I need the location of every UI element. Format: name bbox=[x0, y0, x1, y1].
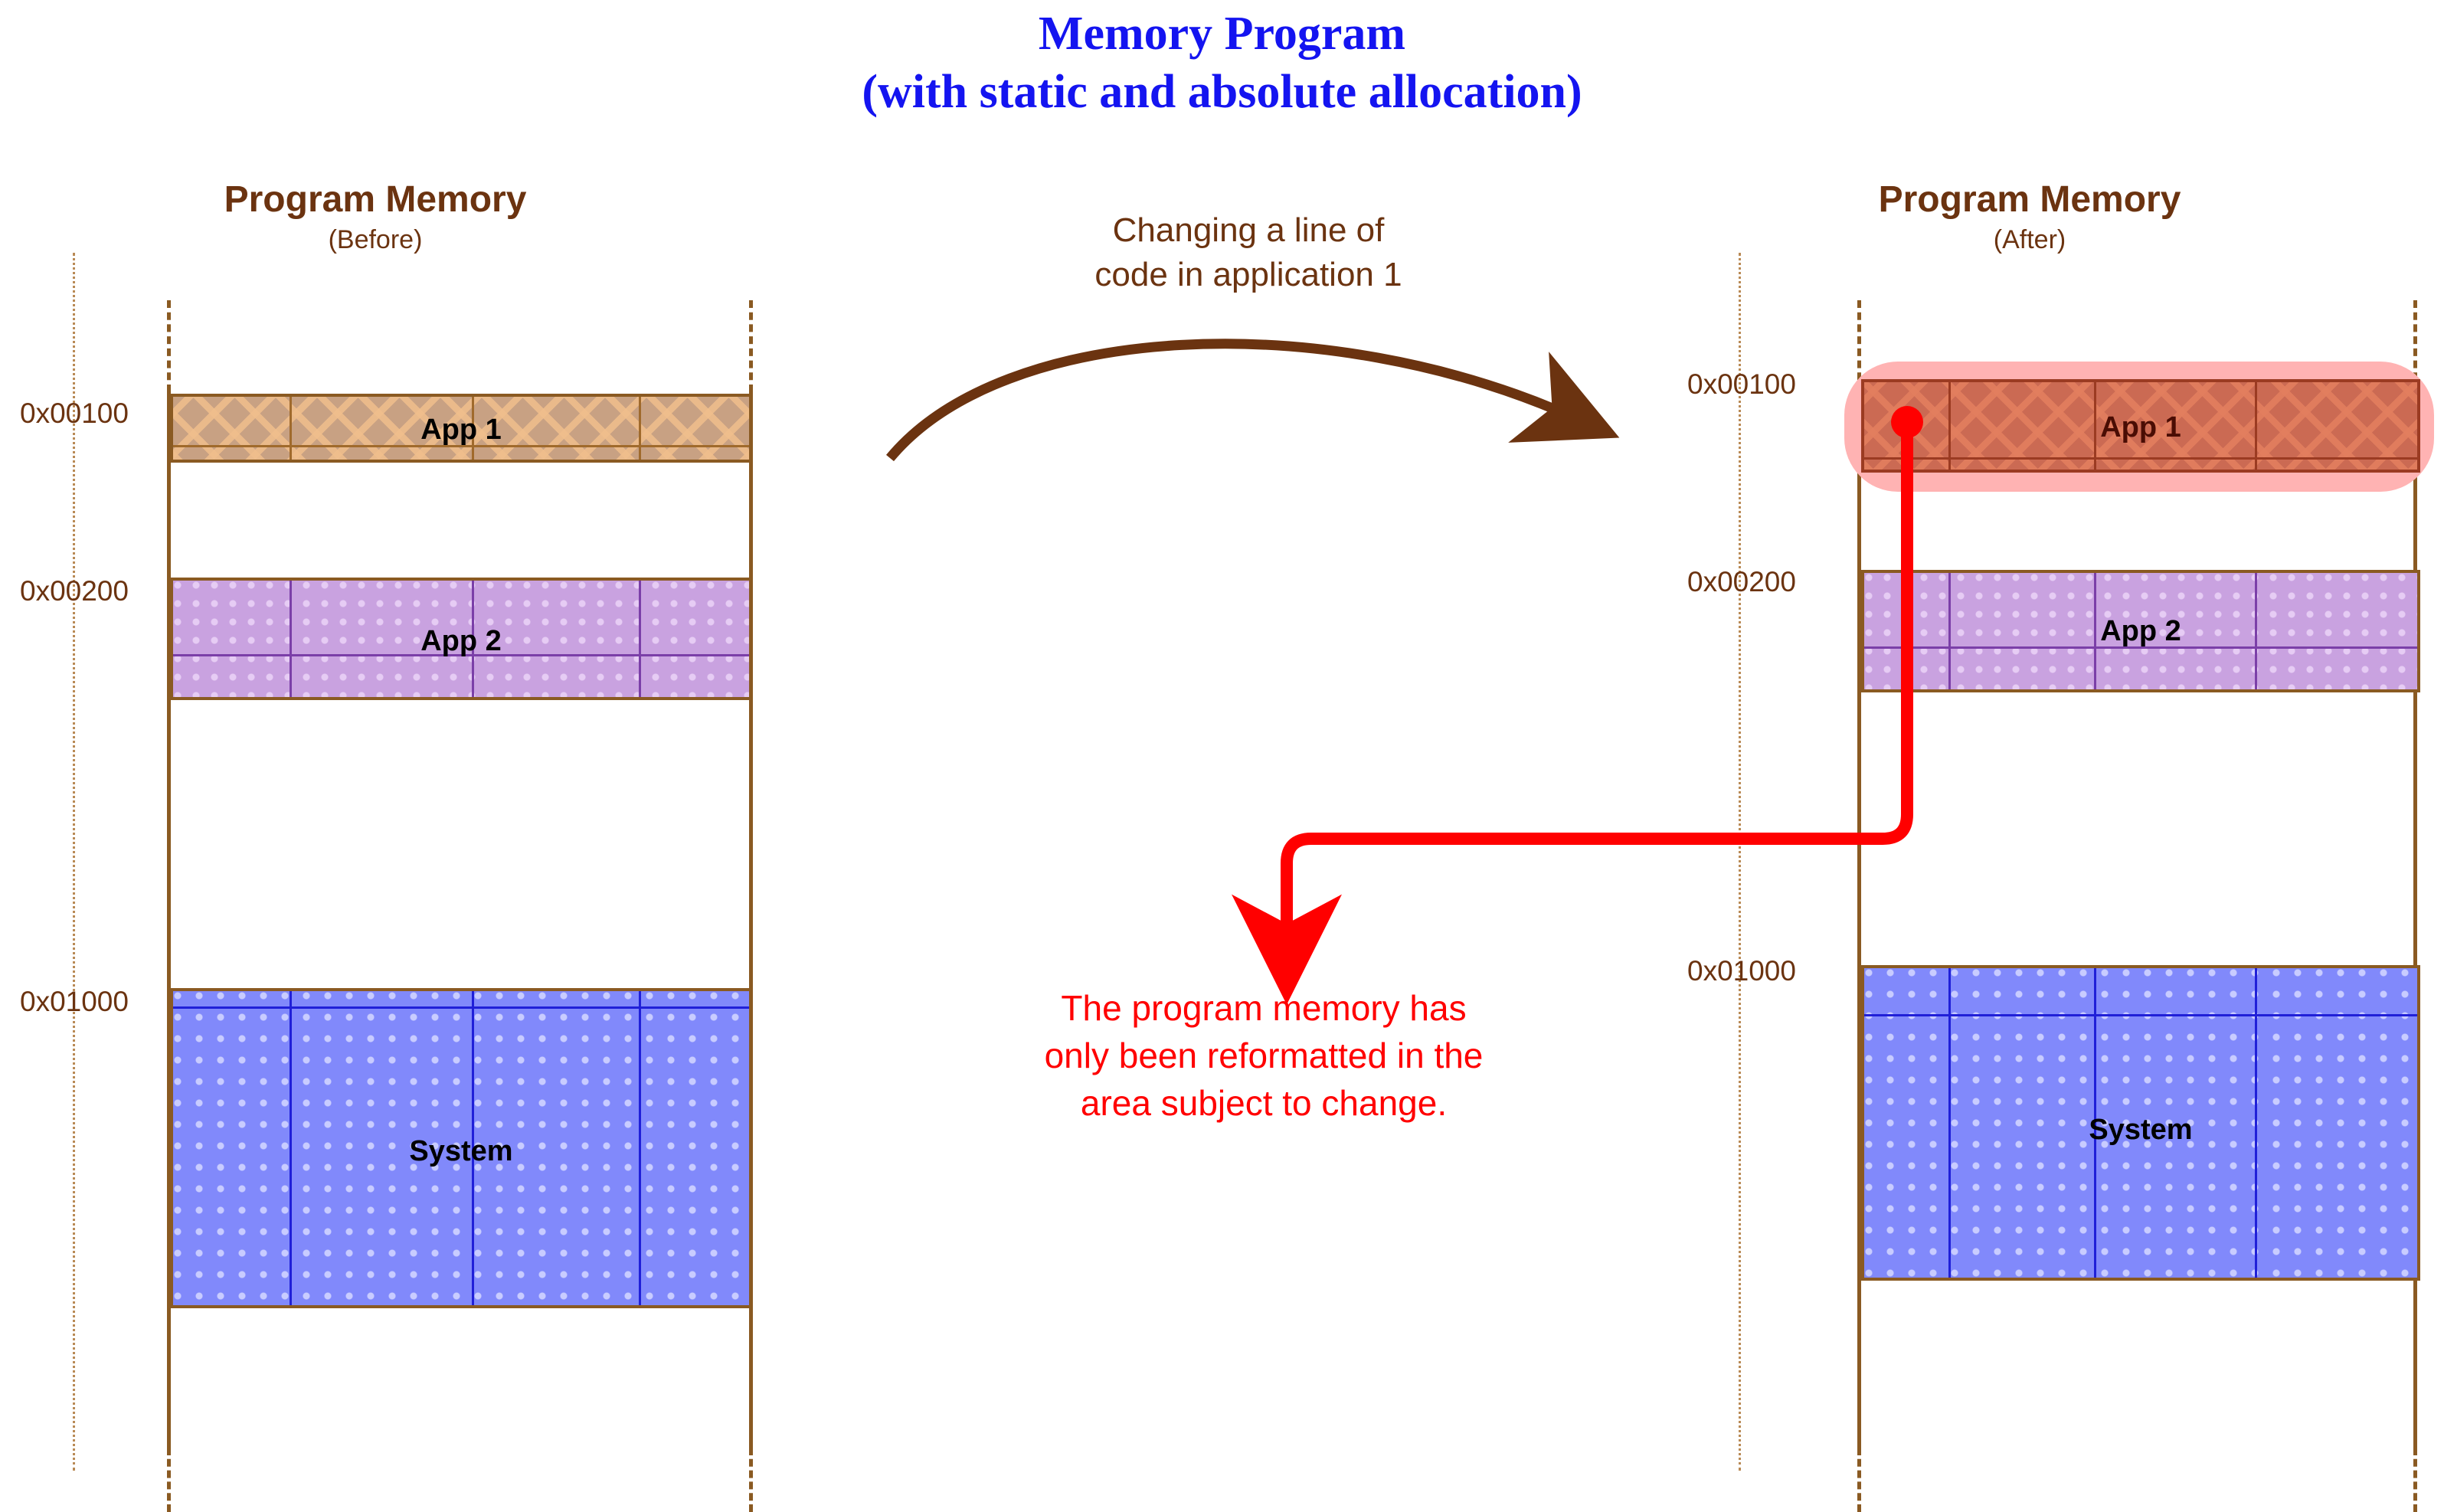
block-divider bbox=[1948, 382, 1951, 470]
rail-before-left-top bbox=[167, 300, 171, 392]
block-divider bbox=[2255, 968, 2257, 1278]
column-heading-after: Program Memory (After) bbox=[1677, 178, 2382, 257]
block-divider bbox=[1948, 968, 1951, 1278]
page-title-line2: (with static and absolute allocation) bbox=[862, 66, 1582, 118]
block-divider bbox=[639, 581, 641, 697]
memory-block-after-app2[interactable]: App 2 bbox=[1861, 570, 2420, 692]
page-title-line1: Memory Program bbox=[1038, 8, 1406, 60]
address-label-before-0x01000: 0x01000 bbox=[20, 986, 129, 1017]
rail-before-left-middle bbox=[167, 392, 171, 1448]
block-divider bbox=[1948, 573, 1951, 689]
memory-block-label: App 1 bbox=[420, 414, 502, 446]
memory-block-label: System bbox=[409, 1135, 513, 1167]
memory-block-before-app1[interactable]: App 1 bbox=[170, 394, 752, 463]
block-divider bbox=[290, 991, 292, 1305]
address-label-after-0x01000: 0x01000 bbox=[1687, 955, 1796, 987]
block-divider bbox=[472, 581, 474, 697]
block-divider bbox=[173, 654, 749, 656]
rail-after-right-top bbox=[2413, 300, 2417, 392]
block-divider bbox=[2094, 382, 2096, 470]
rail-before-right-middle bbox=[749, 392, 753, 1448]
red-connector-path bbox=[1232, 429, 1913, 1005]
guide-line-before bbox=[73, 253, 75, 1471]
block-divider bbox=[2255, 573, 2257, 689]
column-heading-before: Program Memory (Before) bbox=[77, 178, 674, 257]
column-heading-after-main: Program Memory bbox=[1878, 179, 2181, 220]
memory-block-after-system[interactable]: System bbox=[1861, 965, 2420, 1281]
block-divider bbox=[639, 991, 641, 1305]
red-callout-note: The program memory has only been reforma… bbox=[950, 984, 1578, 1127]
rail-after-left-middle bbox=[1857, 392, 1861, 1448]
address-label-before-0x00100: 0x00100 bbox=[20, 398, 129, 429]
block-divider bbox=[1864, 646, 2417, 649]
guide-line-after bbox=[1739, 253, 1741, 1471]
block-divider bbox=[472, 991, 474, 1305]
block-divider bbox=[290, 581, 292, 697]
red-callout-line3: area subject to change. bbox=[1080, 1083, 1448, 1123]
memory-block-after-app1[interactable]: App 1 bbox=[1861, 379, 2420, 473]
rail-before-right-bottom bbox=[749, 1448, 753, 1512]
rail-after-left-bottom bbox=[1857, 1448, 1861, 1512]
rail-before-right-top bbox=[749, 300, 753, 392]
block-divider bbox=[1864, 1014, 2417, 1016]
rail-before-left-bottom bbox=[167, 1448, 171, 1512]
column-heading-before-sub: (Before) bbox=[328, 225, 423, 254]
block-divider bbox=[472, 397, 474, 460]
block-divider bbox=[173, 445, 749, 447]
block-divider bbox=[2255, 382, 2257, 470]
change-flow-arrow bbox=[886, 339, 1620, 462]
memory-block-label: App 1 bbox=[2100, 411, 2181, 443]
red-callout-line2: only been reformatted in the bbox=[1044, 1036, 1484, 1075]
block-divider bbox=[639, 397, 641, 460]
address-label-after-0x00200: 0x00200 bbox=[1687, 566, 1796, 597]
block-divider bbox=[2094, 968, 2096, 1278]
rail-after-right-middle bbox=[2413, 392, 2417, 1448]
block-divider bbox=[173, 1006, 749, 1009]
address-label-before-0x00200: 0x00200 bbox=[20, 575, 129, 607]
rail-after-left-top bbox=[1857, 300, 1861, 392]
middle-note-line2: code in application 1 bbox=[1094, 256, 1402, 293]
memory-block-before-app2[interactable]: App 2 bbox=[170, 578, 752, 700]
block-divider bbox=[290, 397, 292, 460]
middle-note: Changing a line of code in application 1 bbox=[904, 208, 1593, 297]
column-heading-before-main: Program Memory bbox=[224, 179, 527, 220]
block-divider bbox=[2094, 573, 2096, 689]
column-heading-after-sub: (After) bbox=[1993, 225, 2066, 254]
memory-block-label: System bbox=[2089, 1114, 2193, 1146]
memory-block-before-system[interactable]: System bbox=[170, 988, 752, 1308]
red-callout-line1: The program memory has bbox=[1061, 988, 1467, 1028]
address-label-after-0x00100: 0x00100 bbox=[1687, 368, 1796, 400]
memory-block-label: App 2 bbox=[2100, 615, 2181, 647]
rail-after-right-bottom bbox=[2413, 1448, 2417, 1512]
memory-block-label: App 2 bbox=[420, 625, 502, 657]
block-divider bbox=[1864, 457, 2417, 460]
middle-note-line1: Changing a line of bbox=[1112, 211, 1385, 249]
